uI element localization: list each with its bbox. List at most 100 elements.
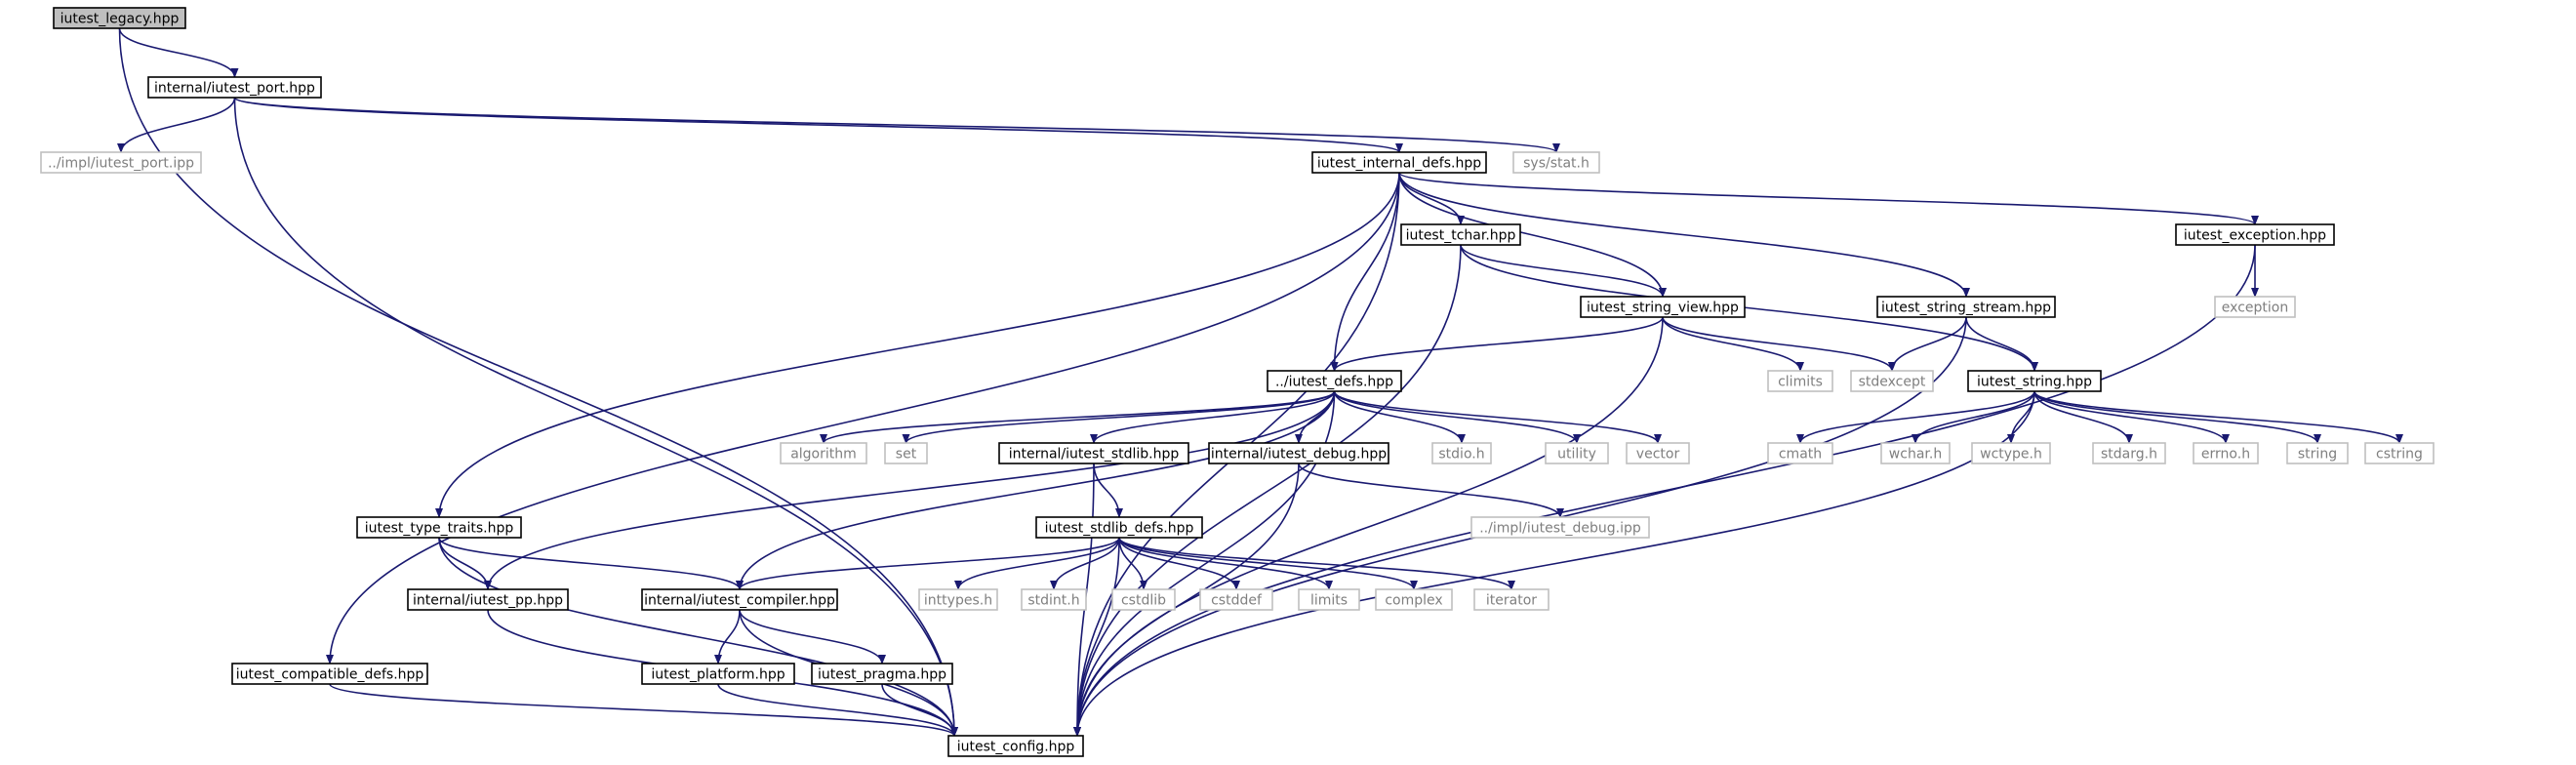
edge-tchar-to-config bbox=[1073, 244, 1462, 737]
node-box-stdarg bbox=[2092, 442, 2166, 464]
node-box-wctype bbox=[1971, 442, 2051, 464]
node-label-errno: errno.h bbox=[2201, 447, 2250, 463]
node-label-stdarg: stdarg.h bbox=[2101, 447, 2157, 463]
node-label-compatible_defs: iutest_compatible_defs.hpp bbox=[236, 667, 424, 683]
node-box-type_traits bbox=[356, 516, 522, 539]
edge-stdlib_defs-to-compiler bbox=[736, 537, 1120, 590]
node-label-compiler: internal/iutest_compiler.hpp bbox=[644, 593, 835, 609]
edge-iutest_string-to-string bbox=[2033, 390, 2321, 444]
node-box-stdlib_defs bbox=[1035, 516, 1203, 539]
node-defs[interactable]: ../iutest_defs.hpp bbox=[1267, 370, 1402, 392]
edge-port-to-impl_port bbox=[117, 97, 236, 153]
node-box-iutest_string bbox=[1967, 370, 2102, 392]
node-cstdlib: cstdlib bbox=[1111, 588, 1176, 611]
node-box-internal_defs bbox=[1311, 151, 1487, 174]
node-platform[interactable]: iutest_platform.hpp bbox=[641, 663, 795, 685]
edge-defs-to-stdio bbox=[1333, 390, 1466, 444]
node-tchar[interactable]: iutest_tchar.hpp bbox=[1400, 223, 1521, 246]
node-vector: vector bbox=[1626, 442, 1690, 464]
node-label-platform: iutest_platform.hpp bbox=[651, 667, 785, 683]
node-box-utility bbox=[1545, 442, 1609, 464]
node-errno: errno.h bbox=[2193, 442, 2259, 464]
node-label-legacy: iutest_legacy.hpp bbox=[60, 12, 180, 27]
edge-tchar-to-iutest_string bbox=[1460, 244, 2038, 372]
node-internal_defs[interactable]: iutest_internal_defs.hpp bbox=[1311, 151, 1487, 174]
node-label-port: internal/iutest_port.hpp bbox=[154, 81, 315, 97]
edge-port-to-config bbox=[233, 97, 958, 737]
node-config[interactable]: iutest_config.hpp bbox=[947, 735, 1084, 757]
edge-internal_defs-to-string_view bbox=[1398, 172, 1667, 298]
node-box-vector bbox=[1626, 442, 1690, 464]
edge-stdlib_defs-to-stdint bbox=[1050, 537, 1120, 590]
node-box-climits bbox=[1767, 370, 1833, 392]
edge-string_view-to-stdexcept bbox=[1662, 316, 1896, 372]
node-label-stdexcept: stdexcept bbox=[1859, 375, 1926, 390]
node-label-exception_hpp: iutest_exception.hpp bbox=[2184, 228, 2326, 244]
node-legacy[interactable]: iutest_legacy.hpp bbox=[53, 7, 186, 29]
edge-stdlib_defs-to-config bbox=[1073, 537, 1120, 737]
node-wctype: wctype.h bbox=[1971, 442, 2051, 464]
node-wchar: wchar.h bbox=[1880, 442, 1951, 464]
node-label-cstdlib: cstdlib bbox=[1121, 593, 1166, 609]
edge-pragma-to-config bbox=[881, 683, 958, 737]
edge-defs-to-utility bbox=[1333, 390, 1581, 444]
node-compiler[interactable]: internal/iutest_compiler.hpp bbox=[641, 588, 838, 611]
node-box-errno bbox=[2193, 442, 2259, 464]
edge-string_view-to-defs bbox=[1330, 316, 1664, 372]
node-internal_debug[interactable]: internal/iutest_debug.hpp bbox=[1208, 442, 1389, 464]
node-box-config bbox=[947, 735, 1084, 757]
edge-internal_defs-to-type_traits bbox=[435, 172, 1400, 518]
node-cstddef: cstddef bbox=[1199, 588, 1273, 611]
node-label-limits: limits bbox=[1310, 593, 1348, 609]
node-port[interactable]: internal/iutest_port.hpp bbox=[147, 76, 322, 99]
node-label-tchar: iutest_tchar.hpp bbox=[1406, 228, 1516, 244]
node-internal_stdlib[interactable]: internal/iutest_stdlib.hpp bbox=[998, 442, 1189, 464]
node-compatible_defs[interactable]: iutest_compatible_defs.hpp bbox=[231, 663, 428, 685]
node-pragma[interactable]: iutest_pragma.hpp bbox=[811, 663, 953, 685]
node-exception_hpp[interactable]: iutest_exception.hpp bbox=[2175, 223, 2335, 246]
edge-iutest_string-to-wchar bbox=[1912, 390, 2035, 444]
node-box-legacy bbox=[53, 7, 186, 29]
node-string_stream[interactable]: iutest_string_stream.hpp bbox=[1876, 296, 2056, 318]
node-label-internal_stdlib: internal/iutest_stdlib.hpp bbox=[1009, 447, 1180, 463]
node-label-set: set bbox=[896, 447, 917, 463]
node-box-wchar bbox=[1880, 442, 1951, 464]
node-stdlib_defs[interactable]: iutest_stdlib_defs.hpp bbox=[1035, 516, 1203, 539]
node-label-cmath: cmath bbox=[1779, 447, 1822, 463]
node-iutest_string[interactable]: iutest_string.hpp bbox=[1967, 370, 2102, 392]
node-label-string: string bbox=[2298, 447, 2337, 463]
edge-internal_debug-to-config bbox=[1073, 463, 1300, 737]
node-box-defs bbox=[1267, 370, 1402, 392]
node-stdexcept: stdexcept bbox=[1850, 370, 1934, 392]
node-label-pragma: iutest_pragma.hpp bbox=[818, 667, 946, 683]
node-label-defs: ../iutest_defs.hpp bbox=[1275, 375, 1393, 390]
edge-internal_defs-to-string_stream bbox=[1398, 172, 1970, 298]
node-box-platform bbox=[641, 663, 795, 685]
node-box-impl_debug bbox=[1470, 516, 1650, 539]
edge-stdlib_defs-to-cstddef bbox=[1118, 537, 1240, 590]
edge-defs-to-vector bbox=[1333, 390, 1662, 444]
node-stdarg: stdarg.h bbox=[2092, 442, 2166, 464]
node-box-tchar bbox=[1400, 223, 1521, 246]
node-string_view[interactable]: iutest_string_view.hpp bbox=[1580, 296, 1746, 318]
node-box-pp bbox=[407, 588, 569, 611]
edge-stdlib_defs-to-iterator bbox=[1118, 537, 1515, 590]
edge-defs-to-set bbox=[902, 390, 1336, 444]
node-box-cstddef bbox=[1199, 588, 1273, 611]
node-box-stdexcept bbox=[1850, 370, 1934, 392]
node-cmath: cmath bbox=[1767, 442, 1833, 464]
node-label-string_stream: iutest_string_stream.hpp bbox=[1881, 301, 2051, 316]
node-string: string bbox=[2286, 442, 2349, 464]
node-stdint: stdint.h bbox=[1021, 588, 1087, 611]
node-type_traits[interactable]: iutest_type_traits.hpp bbox=[356, 516, 522, 539]
edge-internal_defs-to-defs bbox=[1330, 172, 1400, 372]
node-label-complex: complex bbox=[1385, 593, 1442, 609]
node-pp[interactable]: internal/iutest_pp.hpp bbox=[407, 588, 569, 611]
edge-stdlib_defs-to-inttypes bbox=[954, 537, 1120, 590]
edge-string_stream-to-iutest_string bbox=[1965, 316, 2038, 372]
node-impl_port: ../impl/iutest_port.ipp bbox=[40, 151, 202, 174]
node-set: set bbox=[884, 442, 928, 464]
node-box-string_stream bbox=[1876, 296, 2056, 318]
edge-exception_hpp-to-config bbox=[1073, 244, 2256, 737]
